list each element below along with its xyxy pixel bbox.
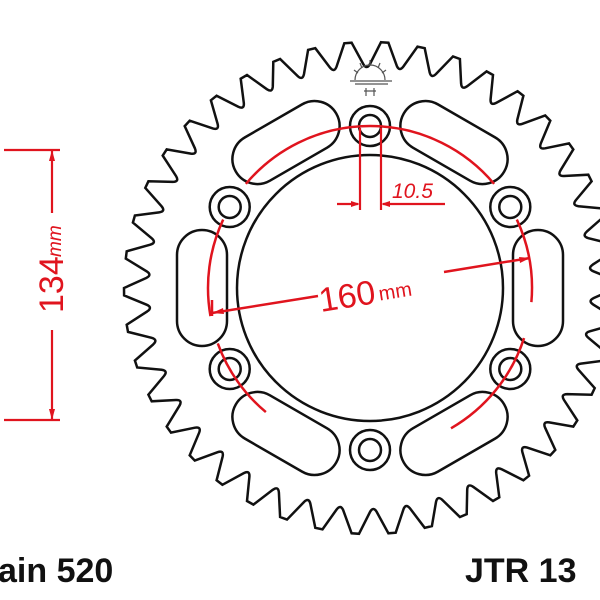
bolt-circle-arc (216, 342, 267, 414)
chain-size-label: ain 520 (0, 552, 114, 590)
bolt-circle-arc (515, 219, 534, 303)
bolt-hole-dimension (337, 128, 445, 210)
bolt-hole (217, 356, 242, 382)
bolt-circle-arcs (206, 124, 534, 430)
bolt-circle-dimension (210, 256, 531, 316)
center-bore-unit: mm (45, 225, 66, 257)
lightening-slot (175, 228, 229, 348)
part-number-label: JTR 13 (465, 552, 577, 590)
center-bore-dimension (4, 148, 60, 422)
sprocket-teeth-outline (122, 40, 600, 536)
lightening-slot (511, 228, 565, 348)
bolt-holes (208, 104, 532, 472)
bolt-hole-boss (489, 347, 532, 391)
bolt-hole (498, 194, 523, 220)
bolt-hole (357, 437, 383, 463)
rising-sun-logo-icon (350, 60, 392, 96)
bolt-hole-boss (489, 185, 532, 229)
bolt-circle-unit: mm (377, 279, 413, 306)
bolt-hole-boss (208, 347, 251, 391)
bolt-hole (217, 194, 242, 220)
bolt-hole-boss (348, 428, 392, 472)
lightening-slots (175, 99, 565, 477)
lightening-slot (231, 390, 341, 477)
bolt-circle-arc (206, 219, 225, 317)
bolt-circle-value: 160 (316, 273, 378, 319)
lightening-slot (399, 99, 509, 186)
lightening-slot (399, 390, 509, 477)
bolt-circle-arc (244, 124, 496, 185)
bolt-hole-dimension-label: 10.5 (392, 180, 433, 203)
bolt-hole-boss (208, 185, 251, 229)
bolt-circle-arc (450, 337, 526, 430)
center-bore-value: 134 (33, 256, 71, 313)
bolt-hole (498, 356, 523, 382)
lightening-slot (231, 99, 341, 186)
center-bore-circle (235, 153, 505, 423)
